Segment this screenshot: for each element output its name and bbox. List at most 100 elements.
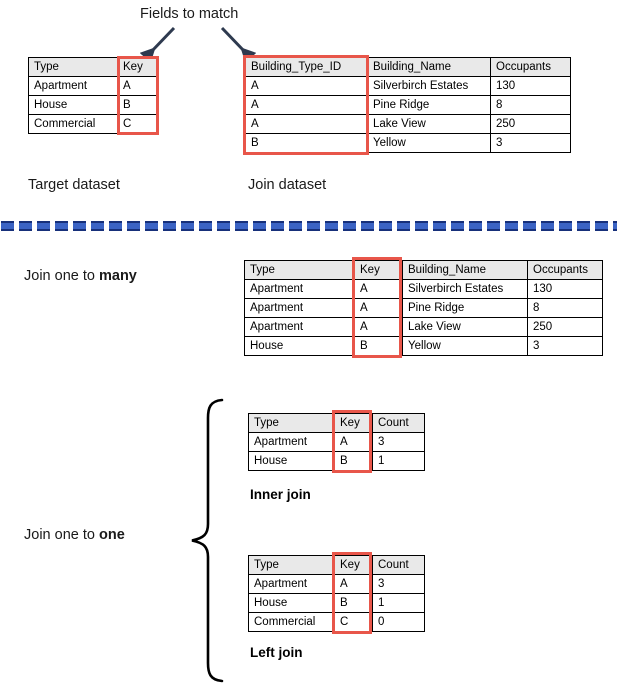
table-cell: Apartment: [244, 298, 355, 318]
column-header: Building_Type_ID: [245, 57, 368, 77]
table-cell: Apartment: [244, 279, 355, 299]
table-cell: 1: [372, 593, 425, 613]
table-cell: B: [117, 95, 158, 115]
table-cell: Apartment: [28, 76, 118, 96]
column-header: Type: [248, 413, 335, 433]
table-cell: A: [354, 279, 403, 299]
table-cell: Apartment: [248, 574, 335, 594]
column-header: Type: [28, 57, 118, 77]
column-header: Key: [354, 260, 403, 280]
column-header: Building_Name: [367, 57, 491, 77]
table-cell: 130: [490, 76, 571, 96]
table-cell: 3: [527, 336, 603, 356]
column-header: Key: [334, 555, 373, 575]
table-cell: 130: [527, 279, 603, 299]
table-cell: A: [245, 76, 368, 96]
column-header: Occupants: [527, 260, 603, 280]
table-cell: Pine Ridge: [367, 95, 491, 115]
table-cell: House: [248, 593, 335, 613]
table-cell: 250: [490, 114, 571, 134]
arrow-down-right-icon: [220, 26, 257, 64]
arrow-down-left-icon: [139, 26, 176, 64]
table-cell: Apartment: [248, 432, 335, 452]
table-cell: C: [334, 612, 373, 632]
table-cell: A: [334, 432, 373, 452]
one-to-one-label-prefix: Join one to: [24, 527, 99, 543]
table-cell: C: [117, 114, 158, 134]
table-cell: Commercial: [248, 612, 335, 632]
column-header: Building_Name: [402, 260, 528, 280]
curly-brace-icon: [191, 398, 224, 683]
table-cell: A: [354, 298, 403, 318]
table-cell: Lake View: [402, 317, 528, 337]
column-header: Count: [372, 555, 425, 575]
table-cell: Pine Ridge: [402, 298, 528, 318]
table-cell: A: [354, 317, 403, 337]
dashed-divider-icon: [0, 219, 617, 233]
join-dataset-caption: Join dataset: [248, 177, 327, 193]
table-cell: 3: [372, 432, 425, 452]
one-to-many-label-prefix: Join one to: [24, 268, 99, 284]
column-header: Key: [334, 413, 373, 433]
left-join-caption: Left join: [250, 645, 303, 660]
table-cell: 0: [372, 612, 425, 632]
target-dataset-caption: Target dataset: [28, 177, 120, 193]
table-cell: House: [248, 451, 335, 471]
table-cell: Commercial: [28, 114, 118, 134]
table-cell: B: [334, 451, 373, 471]
table-cell: Apartment: [244, 317, 355, 337]
table-cell: Yellow: [402, 336, 528, 356]
table-cell: B: [354, 336, 403, 356]
table-cell: 8: [527, 298, 603, 318]
one-to-many-label: Join one to many: [24, 268, 137, 284]
one-to-one-label: Join one to one: [24, 527, 125, 543]
table-cell: A: [245, 95, 368, 115]
table-cell: 250: [527, 317, 603, 337]
table-cell: Yellow: [367, 133, 491, 153]
table-cell: House: [28, 95, 118, 115]
table-cell: 3: [372, 574, 425, 594]
column-header: Type: [248, 555, 335, 575]
column-header: Occupants: [490, 57, 571, 77]
column-header: Type: [244, 260, 355, 280]
table-cell: B: [245, 133, 368, 153]
table-cell: A: [117, 76, 158, 96]
table-cell: Silverbirch Estates: [402, 279, 528, 299]
page-title: Fields to match: [140, 6, 239, 22]
column-header: Key: [117, 57, 158, 77]
table-cell: 3: [490, 133, 571, 153]
table-cell: A: [245, 114, 368, 134]
inner-join-caption: Inner join: [250, 487, 311, 502]
column-header: Count: [372, 413, 425, 433]
table-cell: 1: [372, 451, 425, 471]
